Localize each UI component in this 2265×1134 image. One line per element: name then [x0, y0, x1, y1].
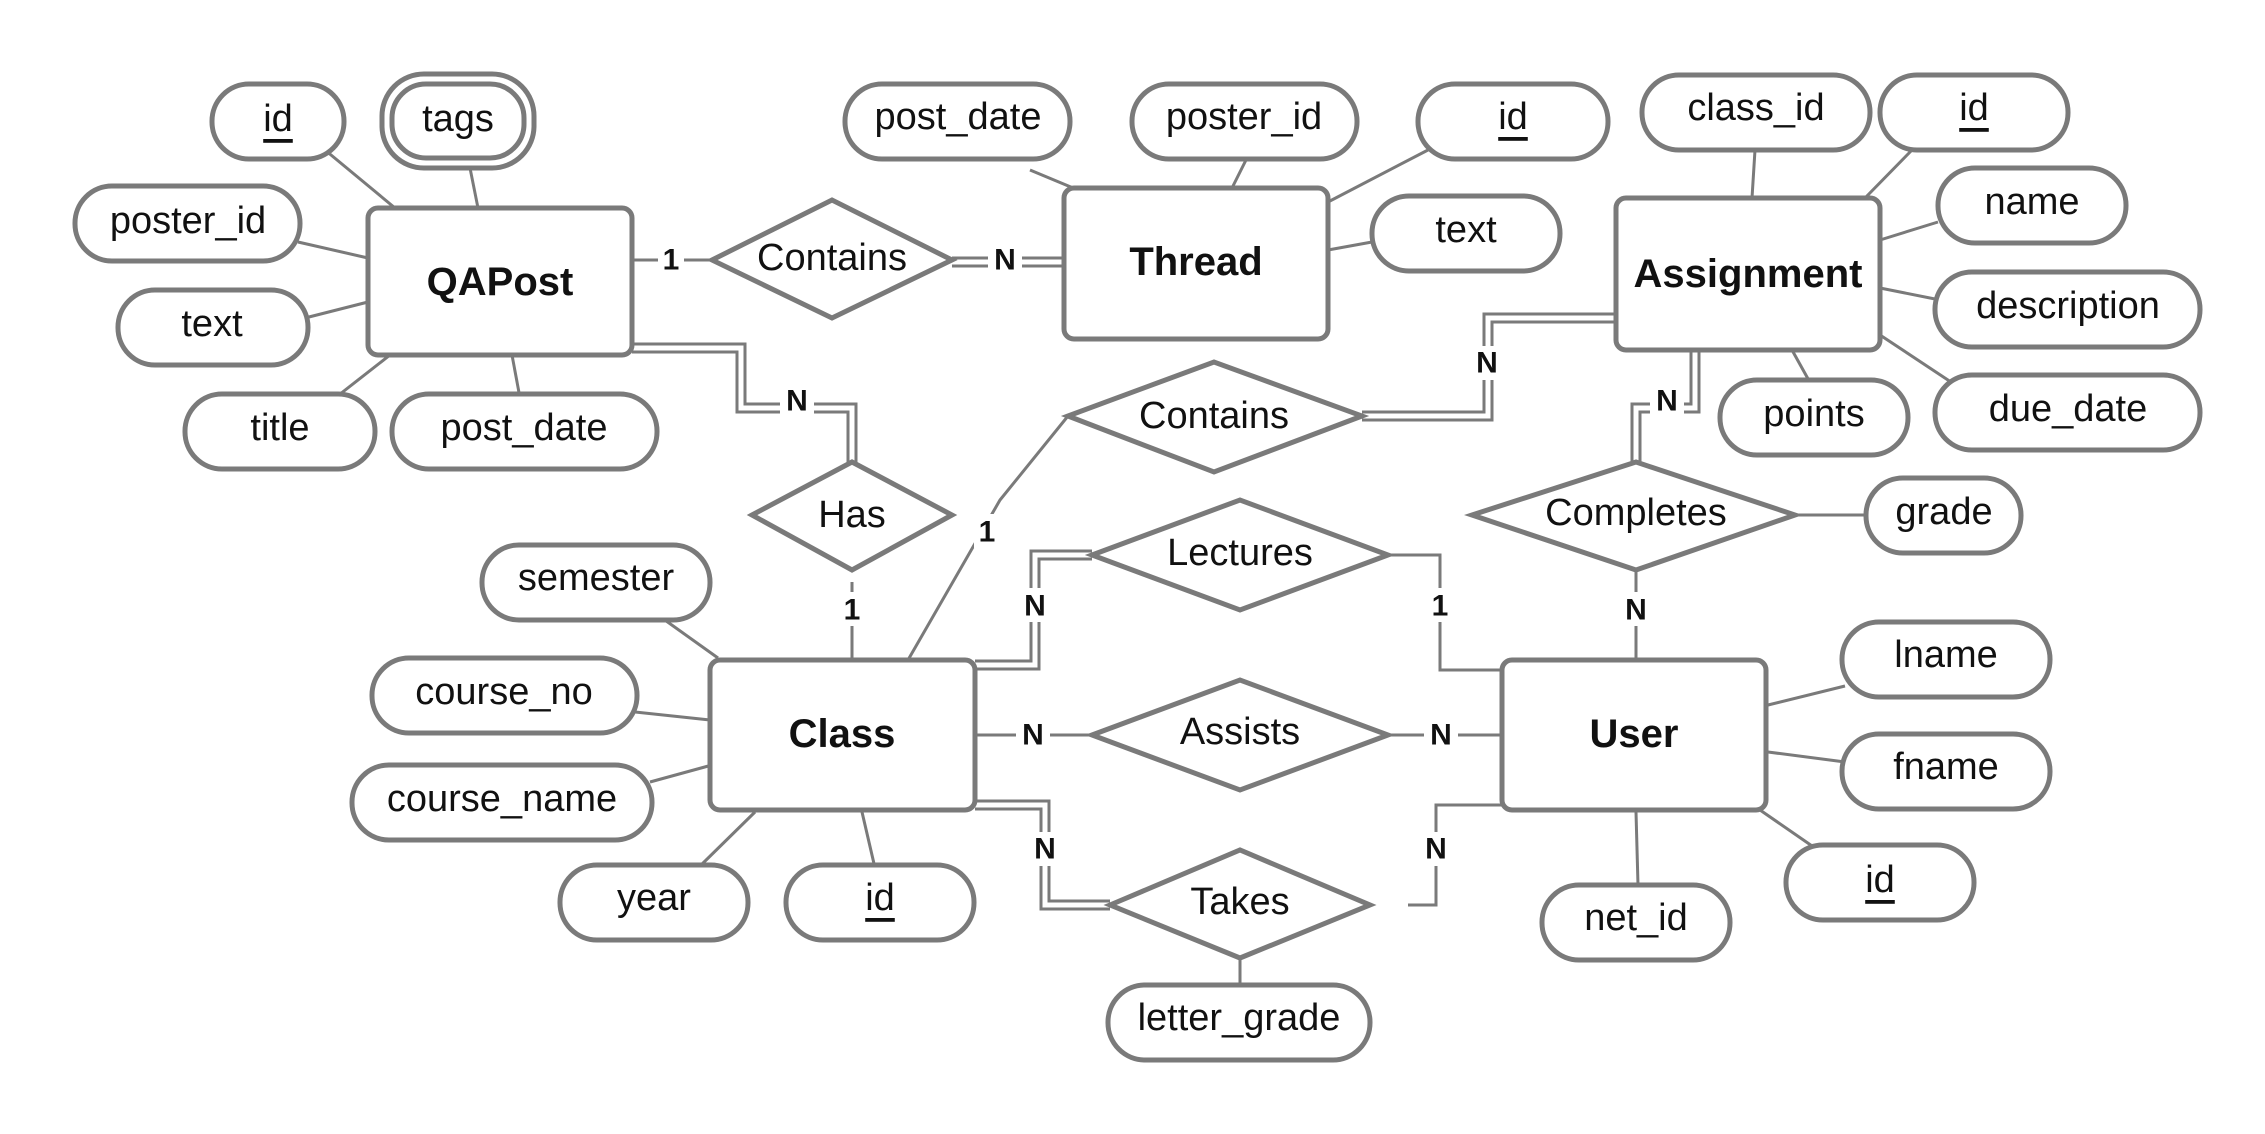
- relationship-completes: Completes: [1464, 459, 1803, 573]
- cardinality-label: N: [994, 244, 1016, 277]
- cardinality-label: N: [786, 385, 808, 418]
- attribute-label: lname: [1894, 634, 1998, 676]
- attribute-class-course-name: course_name: [349, 762, 655, 843]
- cardinality-label: 1: [979, 516, 996, 549]
- entity-label: Class: [789, 712, 896, 756]
- entity-label: Assignment: [1634, 252, 1863, 296]
- attribute-user-fname: fname: [1839, 731, 2053, 812]
- relationship-label: Contains: [757, 237, 907, 279]
- attribute-label: net_id: [1584, 897, 1688, 939]
- cardinality-label: N: [1476, 347, 1498, 380]
- attribute-assignment-due-date: due_date: [1932, 372, 2203, 453]
- attribute-label: poster_id: [110, 200, 266, 242]
- attribute-label: fname: [1893, 746, 1999, 788]
- entity-label: Thread: [1129, 240, 1262, 284]
- attribute-label: name: [1984, 181, 2079, 223]
- key-attribute-label: id: [263, 98, 293, 140]
- cardinality-label: 1: [844, 594, 861, 627]
- entity-class: Class: [707, 657, 978, 813]
- attribute-label: post_date: [875, 96, 1042, 138]
- attribute-thread-poster-id: poster_id: [1129, 81, 1360, 162]
- attribute-label: post_date: [441, 407, 608, 449]
- relationship-has: Has: [746, 459, 958, 573]
- key-attribute-label: id: [1959, 87, 1989, 129]
- relationship-label: Has: [818, 494, 886, 536]
- attribute-label: due_date: [1989, 388, 2148, 430]
- attribute-assignment-class-id: class_id: [1639, 72, 1873, 153]
- cardinality-label: N: [1625, 594, 1647, 627]
- cardinality-label: N: [1034, 833, 1056, 866]
- attribute-label: course_name: [387, 778, 617, 820]
- attribute-label: class_id: [1687, 87, 1824, 129]
- cardinality-label: N: [1430, 719, 1452, 752]
- attribute-label: semester: [518, 557, 675, 599]
- attribute-label: description: [1976, 285, 2160, 327]
- attribute-user-net-id: net_id: [1539, 882, 1733, 963]
- attribute-takes-letter-grade: letter_grade: [1105, 982, 1373, 1063]
- relationship-lectures: Lectures: [1084, 497, 1396, 613]
- attribute-class-id: id: [783, 862, 977, 943]
- attribute-qapost-post-date: post_date: [389, 391, 660, 472]
- attribute-label: letter_grade: [1138, 997, 1341, 1039]
- attribute-qapost-id: id: [209, 81, 347, 162]
- key-attribute-label: id: [1498, 96, 1528, 138]
- relationship-label: Takes: [1190, 881, 1289, 923]
- cardinality-label: 1: [1432, 590, 1449, 623]
- attribute-label: course_no: [415, 671, 592, 713]
- attribute-thread-id: id: [1415, 81, 1611, 162]
- key-attribute-label: id: [865, 877, 895, 919]
- attribute-class-semester: semester: [479, 542, 713, 623]
- attribute-label: text: [1435, 209, 1497, 251]
- attribute-assignment-id: id: [1877, 72, 2071, 153]
- attribute-class-year: year: [557, 862, 751, 943]
- relationship-label: Assists: [1180, 711, 1300, 753]
- attribute-thread-text: text: [1369, 193, 1563, 274]
- attribute-assignment-name: name: [1935, 165, 2129, 246]
- attribute-label: title: [250, 407, 309, 449]
- attribute-assignment-points: points: [1717, 377, 1911, 458]
- attribute-connectors: [297, 148, 1961, 992]
- key-attribute-label: id: [1865, 859, 1895, 901]
- attribute-qapost-text: text: [115, 287, 311, 368]
- relationship-contains-class-assignment: Contains: [1060, 359, 1370, 475]
- relationship-assists: Assists: [1084, 677, 1396, 793]
- attribute-qapost-poster-id: poster_id: [72, 183, 303, 264]
- relationship-label: Lectures: [1167, 532, 1313, 574]
- attribute-user-id: id: [1783, 842, 1977, 923]
- cardinality-label: N: [1656, 385, 1678, 418]
- entity-qapost: QAPost: [365, 205, 635, 358]
- cardinality-label: N: [1024, 590, 1046, 623]
- relationship-label: Contains: [1139, 395, 1289, 437]
- entity-label: User: [1590, 712, 1679, 756]
- attribute-thread-post-date: post_date: [842, 81, 1073, 162]
- cardinality-labels: 1 N N 1 1 N N N N 1 N N N N: [658, 242, 1684, 866]
- attribute-label: year: [617, 877, 691, 919]
- attribute-label: poster_id: [1166, 96, 1322, 138]
- cardinality-label: 1: [663, 244, 680, 277]
- relationship-label: Completes: [1545, 492, 1727, 534]
- entity-label: QAPost: [427, 260, 574, 304]
- attribute-completes-grade: grade: [1863, 475, 2024, 556]
- attribute-label: tags: [422, 98, 494, 140]
- attribute-label: text: [181, 303, 243, 345]
- attribute-user-lname: lname: [1839, 619, 2053, 700]
- relationship-contains-qapost-thread: Contains: [706, 197, 958, 321]
- attribute-label: grade: [1895, 491, 1992, 533]
- attribute-assignment-description: description: [1932, 269, 2203, 350]
- cardinality-label: N: [1022, 719, 1044, 752]
- cardinality-label: N: [1425, 833, 1447, 866]
- attribute-label: points: [1763, 393, 1864, 435]
- double-connectors: [632, 256, 1701, 911]
- attribute-class-course-no: course_no: [369, 655, 640, 736]
- multivalued-attribute-qapost-tags: tags: [379, 71, 537, 171]
- entity-user: User: [1499, 657, 1769, 813]
- entity-assignment: Assignment: [1613, 195, 1883, 353]
- relationship-takes: Takes: [1103, 847, 1377, 961]
- entity-thread: Thread: [1061, 185, 1331, 342]
- attribute-qapost-title: title: [182, 391, 378, 472]
